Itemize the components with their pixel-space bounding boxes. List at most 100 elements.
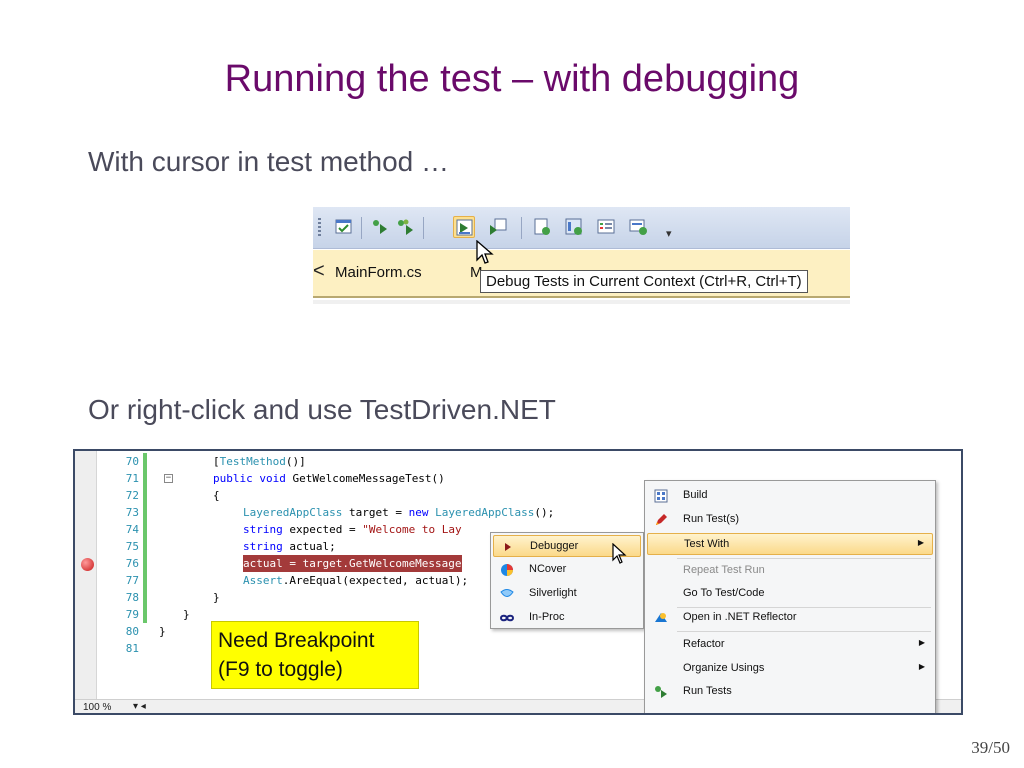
menu-item-label: In-Proc: [529, 611, 565, 623]
code-line: 80}: [103, 623, 166, 640]
test-with-submenu: Debugger NCover Silverlight In-Proc: [490, 532, 644, 629]
menu-item-open-in-reflector[interactable]: Open in .NET Reflector: [647, 607, 933, 629]
breakpoint-gutter[interactable]: [75, 451, 97, 699]
test-list-icon[interactable]: [531, 216, 553, 238]
collapse-icon[interactable]: −: [164, 473, 173, 483]
line-number: 78: [125, 591, 139, 604]
menu-item-build[interactable]: Build: [647, 485, 933, 507]
code-line: 71 − public void GetWelcomeMessageTest(): [103, 470, 445, 487]
code-text: LayeredAppClass target = new LayeredAppC…: [243, 506, 555, 519]
test-results-icon[interactable]: [563, 216, 585, 238]
menu-item-label: Test With: [684, 538, 730, 550]
menu-item-label: Build: [683, 489, 708, 501]
mouse-pointer-icon: [612, 543, 627, 564]
menu-item-in-proc[interactable]: In-Proc: [493, 607, 641, 629]
tab-mainform[interactable]: MainForm.cs: [335, 264, 422, 281]
menu-item-label: Refactor: [683, 638, 725, 650]
menu-item-label: Silverlight: [529, 587, 577, 599]
menu-item-test-with[interactable]: Test With ▶: [647, 533, 933, 555]
line-number: 74: [125, 523, 139, 536]
test-view-icon[interactable]: [333, 216, 355, 238]
bullet-cursor-in-test-method: With cursor in test method …: [88, 146, 450, 177]
code-text: [TestMethod()]: [213, 455, 306, 468]
tab-partial[interactable]: M: [470, 264, 483, 281]
code-editor[interactable]: 70 [TestMethod()] 71 − public void GetWelco…: [103, 453, 554, 657]
code-text: public void GetWelcomeMessageTest(): [213, 472, 445, 485]
editor-screenshot: 70 [TestMethod()] 71 − public void GetWelco…: [73, 449, 963, 715]
zoom-dropdown-icon[interactable]: ▾ ◂: [133, 701, 146, 712]
toolbar-overflow-chevron-icon[interactable]: ▾: [666, 228, 672, 240]
line-number: 72: [125, 489, 139, 502]
code-text: string actual;: [243, 540, 336, 553]
reflector-icon: [655, 613, 667, 622]
code-line: 73 LayeredAppClass target = new LayeredAp…: [103, 504, 554, 521]
menu-item-label: Debugger: [530, 540, 579, 552]
menu-item-label: Go To Test/Code: [683, 587, 765, 599]
toolbar-separator: [423, 217, 424, 239]
submenu-arrow-icon: ▶: [917, 538, 924, 547]
menu-item-repeat-test-run[interactable]: Repeat Test Run: [647, 560, 933, 582]
zoom-level[interactable]: 100 %: [83, 702, 112, 713]
menu-item-go-to-test-code[interactable]: Go To Test/Code: [647, 583, 933, 605]
menu-item-label: Organize Usings: [683, 662, 765, 674]
tab-scroll-left-icon[interactable]: <: [313, 260, 325, 282]
line-number: 73: [125, 506, 139, 519]
breakpoint-icon[interactable]: [81, 558, 94, 571]
menu-item-run-tests-2[interactable]: Run Tests: [647, 681, 933, 703]
menu-item-organize-usings[interactable]: Organize Usings ▶: [647, 658, 933, 680]
menu-item-debugger[interactable]: Debugger: [493, 535, 641, 557]
menu-item-ncover[interactable]: NCover: [493, 559, 641, 581]
ncover-icon: [501, 564, 513, 576]
code-text: }: [183, 608, 190, 621]
run-tests-icon[interactable]: [369, 216, 391, 238]
line-number: 79: [125, 608, 139, 621]
menu-item-label: Run Tests: [683, 685, 732, 697]
menu-item-run-tests[interactable]: Run Test(s): [647, 509, 933, 531]
menu-item-label: Open in .NET Reflector: [683, 611, 797, 623]
line-number: 70: [125, 455, 139, 468]
line-number: 77: [125, 574, 139, 587]
line-number: 76: [125, 557, 139, 570]
code-line: 79}: [103, 606, 190, 623]
debug-all-tests-icon[interactable]: [487, 216, 509, 238]
toolbar-grip[interactable]: [318, 218, 321, 238]
editor-context-menu: Build Run Test(s) Test With ▶ Repeat Tes…: [644, 480, 936, 713]
menu-item-silverlight[interactable]: Silverlight: [493, 583, 641, 605]
submenu-arrow-icon: ▶: [918, 638, 925, 647]
code-line: 74 string expected = "Welcome to Lay: [103, 521, 462, 538]
slide-title: Running the test – with debugging: [224, 58, 800, 100]
debug-tests-in-context-icon[interactable]: [453, 216, 475, 238]
code-line: 81: [103, 640, 139, 657]
line-number: 71: [125, 472, 139, 485]
menu-separator: [677, 631, 931, 632]
callout-line: (F9 to toggle): [218, 658, 343, 681]
menu-separator: [677, 558, 931, 559]
code-line-breakpoint: 76 actual = target.GetWelcomeMessage: [103, 555, 462, 572]
code-text: string expected = "Welcome to Lay: [243, 523, 462, 536]
menu-item-label: Repeat Test Run: [683, 564, 765, 576]
line-number: 81: [125, 642, 139, 655]
page-number: 39/50: [971, 738, 1010, 757]
line-number: 80: [125, 625, 139, 638]
toolbar-screenshot: ▾ < MainForm.cs M Debug Tests in Current…: [313, 207, 850, 304]
tooltip-debug-tests: Debug Tests in Current Context (Ctrl+R, …: [480, 270, 808, 293]
code-line: 70 [TestMethod()]: [103, 453, 306, 470]
menu-item-label: Run Test(s): [683, 513, 740, 525]
code-text: }: [159, 625, 166, 638]
run-all-tests-icon[interactable]: [395, 216, 417, 238]
bullet-right-click-testdriven: Or right-click and use TestDriven.NET: [88, 394, 556, 425]
run-tests-icon: [655, 686, 667, 698]
code-coverage-icon[interactable]: [627, 216, 649, 238]
code-line: 72{: [103, 487, 220, 504]
code-text: }: [213, 591, 220, 604]
test-manager-icon[interactable]: [595, 216, 617, 238]
menu-item-refactor[interactable]: Refactor ▶: [647, 634, 933, 656]
toolbar-separator: [521, 217, 522, 239]
infinity-icon: [499, 614, 515, 622]
code-text: actual = target.GetWelcomeMessage: [243, 555, 462, 572]
toolbar-separator: [361, 217, 362, 239]
code-line: 78}: [103, 589, 220, 606]
test-toolbar: ▾: [313, 207, 850, 249]
